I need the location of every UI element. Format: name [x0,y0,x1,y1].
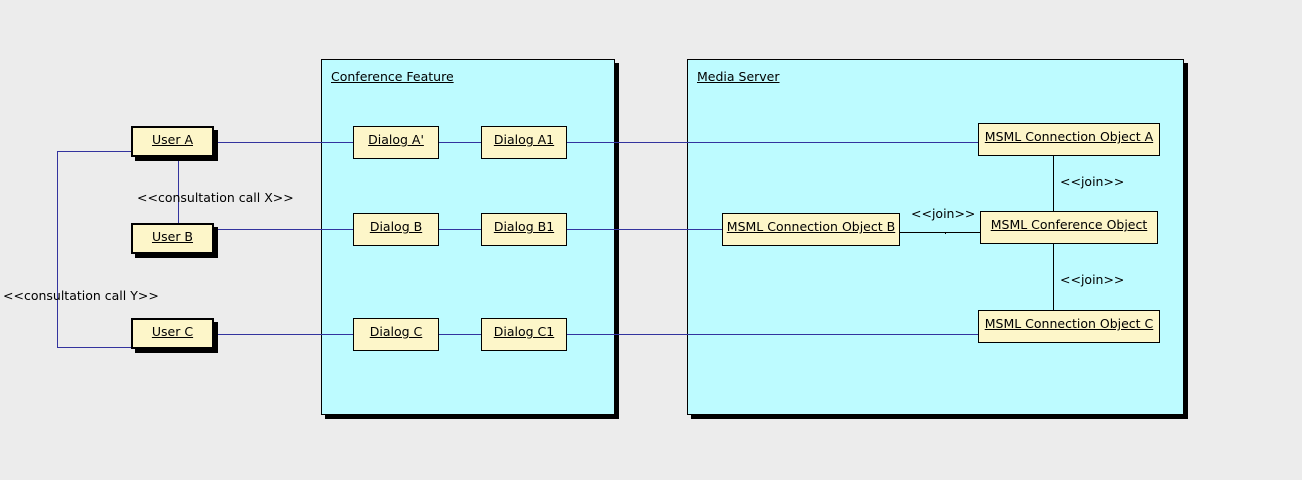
object-dialog-b[interactable]: Dialog B [353,213,439,246]
object-label-dialog-c1: Dialog C1 [493,324,555,339]
object-label-dialog-c: Dialog C [369,324,423,339]
package-title-media-server: Media Server [697,69,780,84]
label-join-c: <<join>> [1060,272,1125,287]
label-consultation-call-x: <<consultation call X>> [137,190,294,205]
object-dialog-a1[interactable]: Dialog A1 [481,126,567,159]
connector-consultation-call-y-bottom [57,347,133,348]
object-label-dialog-a1: Dialog A1 [493,132,555,147]
object-msml-connection-object-a[interactable]: MSML Connection Object A [978,123,1160,156]
object-label-msml-connection-object-a: MSML Connection Object A [984,129,1154,144]
object-label-msml-connection-object-c: MSML Connection Object C [984,316,1154,331]
connector-join-b [900,232,980,233]
object-user-c[interactable]: User C [131,318,214,349]
connector-dialogaprime-dialoga1 [439,142,481,143]
object-dialog-a-prime[interactable]: Dialog A' [353,126,439,159]
object-dialog-c[interactable]: Dialog C [353,318,439,351]
connector-usera-dialogaprime [214,142,353,143]
label-join-b: <<join>> [911,206,976,221]
object-msml-conference-object[interactable]: MSML Conference Object [980,211,1158,244]
label-consultation-call-y: <<consultation call Y>> [3,288,159,303]
connector-dialogc1-msmlconnc [567,334,978,335]
object-label-msml-conference-object: MSML Conference Object [990,217,1148,232]
object-label-dialog-b: Dialog B [369,219,423,234]
object-dialog-c1[interactable]: Dialog C1 [481,318,567,351]
object-msml-connection-object-c[interactable]: MSML Connection Object C [978,310,1160,343]
connector-dialoga1-msmlconna [567,142,978,143]
connector-dialogb-dialogb1 [439,229,481,230]
object-user-b[interactable]: User B [131,223,214,254]
object-user-a[interactable]: User A [131,126,214,157]
connector-userc-dialogc [214,334,353,335]
join-label-dot [945,233,946,234]
object-label-msml-connection-object-b: MSML Connection Object B [726,219,896,234]
object-label-user-b: User B [151,229,194,244]
label-join-a: <<join>> [1060,174,1125,189]
object-label-dialog-b1: Dialog B1 [493,219,555,234]
object-label-user-c: User C [151,324,194,339]
connector-consultation-call-x [178,157,179,223]
package-title-conference-feature: Conference Feature [331,69,454,84]
connector-join-c [1053,243,1054,311]
connector-consultation-call-y-rail [57,151,58,347]
connector-consultation-call-y-top [57,151,133,152]
object-label-dialog-a-prime: Dialog A' [368,132,424,147]
connector-dialogc-dialogc1 [439,334,481,335]
object-dialog-b1[interactable]: Dialog B1 [481,213,567,246]
connector-dialogb1-msmlconnb [567,229,722,230]
object-msml-connection-object-b[interactable]: MSML Connection Object B [722,213,900,246]
object-label-user-a: User A [151,132,193,147]
connector-userb-dialogb [214,229,353,230]
connector-join-a [1053,155,1054,214]
